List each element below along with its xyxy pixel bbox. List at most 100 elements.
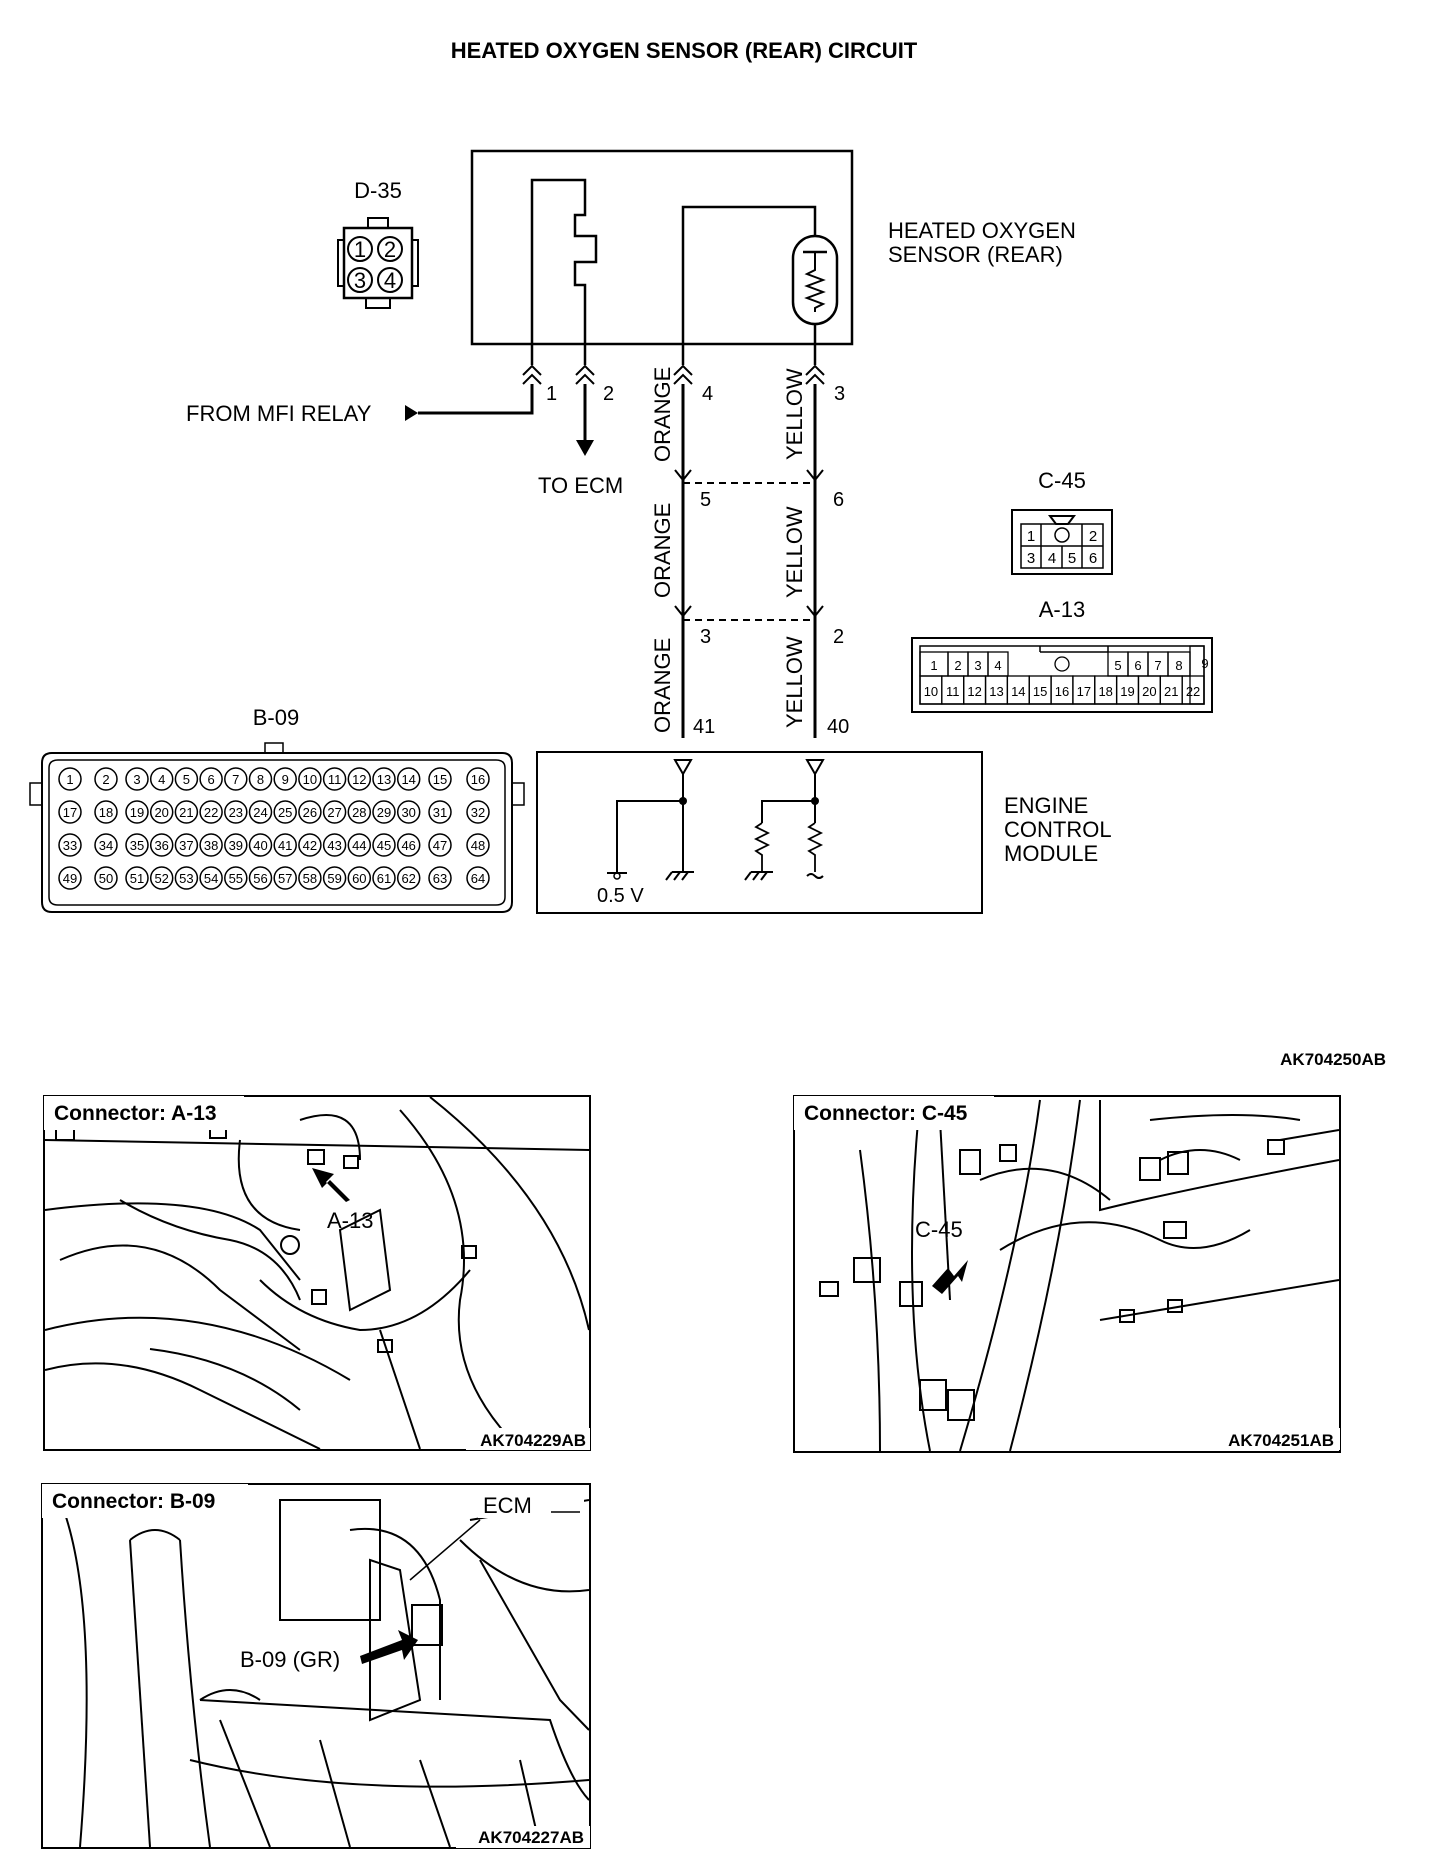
connector-d35-face: D-35 1 2 3 4 bbox=[337, 178, 419, 309]
b09-cavity: 31 bbox=[433, 805, 447, 820]
c45-cavity-3: 3 bbox=[1027, 550, 1035, 567]
to-ecm-label: TO ECM bbox=[538, 473, 623, 498]
sensor-pin-2: 2 bbox=[603, 383, 614, 405]
ecm-label-3: MODULE bbox=[1004, 841, 1098, 866]
b09-cavity: 35 bbox=[130, 838, 144, 853]
ecm-reference-voltage: 0.5 V bbox=[597, 885, 644, 907]
d35-cavity-2: 2 bbox=[384, 237, 396, 262]
b09-cavity: 40 bbox=[253, 838, 267, 853]
b09-cavity: 43 bbox=[327, 838, 341, 853]
yellow-wire-label-3: YELLOW bbox=[782, 636, 807, 728]
b09-cavity: 45 bbox=[377, 838, 391, 853]
b09-cavity: 33 bbox=[63, 838, 77, 853]
yellow-pin-c45: 6 bbox=[833, 489, 844, 511]
a13-cavity: 5 bbox=[1114, 658, 1121, 673]
d35-cavity-1: 1 bbox=[354, 237, 366, 262]
photo-connector-c45: Connector: C-45 C-45 AK704251AB bbox=[793, 1095, 1341, 1453]
heater-element bbox=[530, 178, 598, 365]
b09-cavity: 44 bbox=[352, 838, 366, 853]
heated-oxygen-sensor-box: HEATED OXYGEN SENSOR (REAR) bbox=[470, 149, 1076, 365]
c45-cavity-4: 4 bbox=[1048, 550, 1056, 567]
b09-cavity: 3 bbox=[133, 772, 140, 787]
photo-connector-a13: Connector: A-13 A-13 AK704229AB bbox=[43, 1095, 591, 1451]
c45-cavity-1: 1 bbox=[1027, 528, 1035, 545]
a13-cavity: 21 bbox=[1164, 684, 1178, 699]
a13-cavity: 14 bbox=[1011, 684, 1025, 699]
b09-cavity: 22 bbox=[204, 805, 218, 820]
orange-pin-c45: 5 bbox=[700, 489, 711, 511]
ecm-label-1: ENGINE bbox=[1004, 793, 1088, 818]
photo-b09-ecm-label: ECM bbox=[483, 1493, 532, 1518]
photo-c45-title: Connector: C-45 bbox=[804, 1102, 968, 1125]
mfi-relay-feed: FROM MFI RELAY bbox=[186, 384, 534, 426]
b09-cavity: 30 bbox=[401, 805, 415, 820]
sensor-pin-3: 3 bbox=[834, 383, 845, 405]
b09-cavity: 58 bbox=[303, 871, 317, 886]
c45-cavity-6: 6 bbox=[1089, 550, 1097, 567]
a13-cavity: 4 bbox=[994, 658, 1001, 673]
b09-cavity: 32 bbox=[471, 805, 485, 820]
b09-cavity: 23 bbox=[229, 805, 243, 820]
b09-cavity: 25 bbox=[278, 805, 292, 820]
b09-cavity: 38 bbox=[204, 838, 218, 853]
sensor-pins: 1 2 4 3 bbox=[522, 364, 845, 405]
b09-cavity: 34 bbox=[99, 838, 113, 853]
connector-a13-label: A-13 bbox=[1039, 597, 1085, 622]
a13-cavity: 2 bbox=[954, 658, 961, 673]
b09-cavity: 10 bbox=[303, 772, 317, 787]
c45-cavity-2: 2 bbox=[1089, 528, 1097, 545]
b09-cavity: 17 bbox=[63, 805, 77, 820]
a13-cavity: 11 bbox=[946, 684, 960, 699]
b09-cavity: 12 bbox=[352, 772, 366, 787]
mfi-relay-label: FROM MFI RELAY bbox=[186, 401, 372, 426]
a13-cavity: 6 bbox=[1134, 658, 1141, 673]
connector-d35-label: D-35 bbox=[354, 178, 402, 203]
sensor-label-2: SENSOR (REAR) bbox=[888, 242, 1063, 267]
photo-b09-callout: B-09 (GR) bbox=[240, 1647, 340, 1672]
a13-cavity: 3 bbox=[974, 658, 981, 673]
b09-cavity: 47 bbox=[433, 838, 447, 853]
yellow-pin-a13: 2 bbox=[833, 626, 844, 648]
b09-cavity: 16 bbox=[471, 772, 485, 787]
sensor-pin-4: 4 bbox=[702, 383, 713, 405]
a13-cavity: 15 bbox=[1033, 684, 1047, 699]
orange-wire-label-2: ORANGE bbox=[650, 503, 675, 598]
orange-wire-label-1: ORANGE bbox=[650, 367, 675, 462]
a13-cavity: 20 bbox=[1142, 684, 1156, 699]
b09-cavity: 37 bbox=[179, 838, 193, 853]
b09-cavity: 6 bbox=[207, 772, 214, 787]
connector-c45-face: C-45 1 2 3 4 5 6 bbox=[1011, 468, 1113, 575]
b09-cavity: 19 bbox=[130, 805, 144, 820]
orange-wire-label-3: ORANGE bbox=[650, 638, 675, 733]
photo-b09-title: Connector: B-09 bbox=[52, 1490, 215, 1513]
b09-cavity: 60 bbox=[352, 871, 366, 886]
ecm-label-2: CONTROL bbox=[1004, 817, 1112, 842]
b09-cavity: 41 bbox=[278, 838, 292, 853]
connector-b09-label: B-09 bbox=[253, 705, 299, 730]
a13-cavity: 18 bbox=[1098, 684, 1112, 699]
b09-cavity: 24 bbox=[253, 805, 267, 820]
b09-cavity: 11 bbox=[328, 772, 342, 787]
b09-cavity: 14 bbox=[401, 772, 415, 787]
b09-cavity: 28 bbox=[352, 805, 366, 820]
a13-cavity: 16 bbox=[1055, 684, 1069, 699]
b09-cavity: 62 bbox=[401, 871, 415, 886]
b09-cavity: 27 bbox=[327, 805, 341, 820]
b09-cavity: 54 bbox=[204, 871, 218, 886]
b09-cavity: 20 bbox=[154, 805, 168, 820]
b09-cavity: 15 bbox=[433, 772, 447, 787]
photo-b09-code: AK704227AB bbox=[478, 1828, 584, 1847]
b09-cavity: 55 bbox=[229, 871, 243, 886]
b09-cavity: 57 bbox=[278, 871, 292, 886]
photo-a13-code: AK704229AB bbox=[480, 1431, 586, 1450]
a13-cavity: 9 bbox=[1201, 656, 1208, 671]
b09-cavity: 13 bbox=[377, 772, 391, 787]
b09-cavity: 21 bbox=[179, 805, 193, 820]
photo-a13-title: Connector: A-13 bbox=[54, 1102, 217, 1125]
wire-yellow: YELLOW YELLOW YELLOW 6 2 40 bbox=[782, 368, 849, 738]
photo-a13-callout: A-13 bbox=[327, 1208, 373, 1233]
b09-cavity: 63 bbox=[433, 871, 447, 886]
connector-c45-label: C-45 bbox=[1038, 468, 1086, 493]
a13-cavity: 17 bbox=[1077, 684, 1091, 699]
